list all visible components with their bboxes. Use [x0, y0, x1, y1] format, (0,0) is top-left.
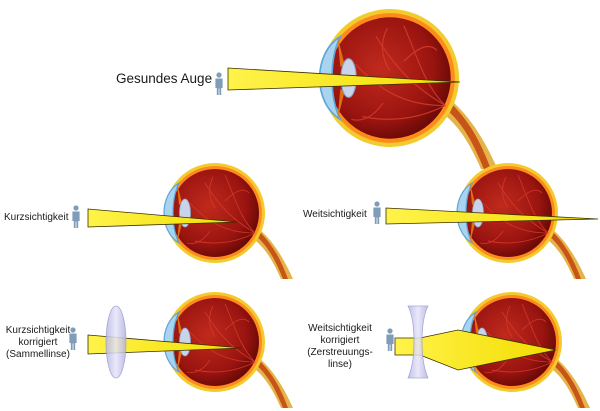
person-icon: [72, 205, 80, 228]
myopia-group: [72, 162, 294, 280]
concave-lens-icon: [407, 305, 429, 379]
person-icon: [373, 201, 381, 224]
light-beam: [87, 334, 243, 355]
hyperopia-group: [373, 162, 599, 280]
light-beam: [394, 329, 557, 371]
person-icon: [215, 72, 223, 95]
healthy-eye-group: [215, 8, 499, 170]
light-beam: [227, 67, 461, 91]
convex-lens-icon: [105, 305, 127, 379]
light-beam: [87, 208, 239, 228]
label-myopia: Weitsichtigkeit Kurzsichtigkeit: [4, 212, 69, 223]
myopia-corrected-group: [69, 291, 294, 409]
label-hyperopia: Weitsichtigkeit: [303, 209, 367, 220]
label-healthy-eye: Gesundes Auge: [116, 71, 213, 86]
label-myopia-corrected: Kurzsichtigkeit korrigiert (Sammellinse): [5, 325, 71, 360]
person-icon: [386, 328, 394, 351]
label-hyperopia-corrected: Weitsichtigkeit korrigiert (Zerstreuungs…: [307, 323, 373, 370]
light-beam: [385, 207, 599, 225]
hyperopia-corrected-group: [386, 291, 591, 409]
eye-icon: [318, 8, 499, 170]
